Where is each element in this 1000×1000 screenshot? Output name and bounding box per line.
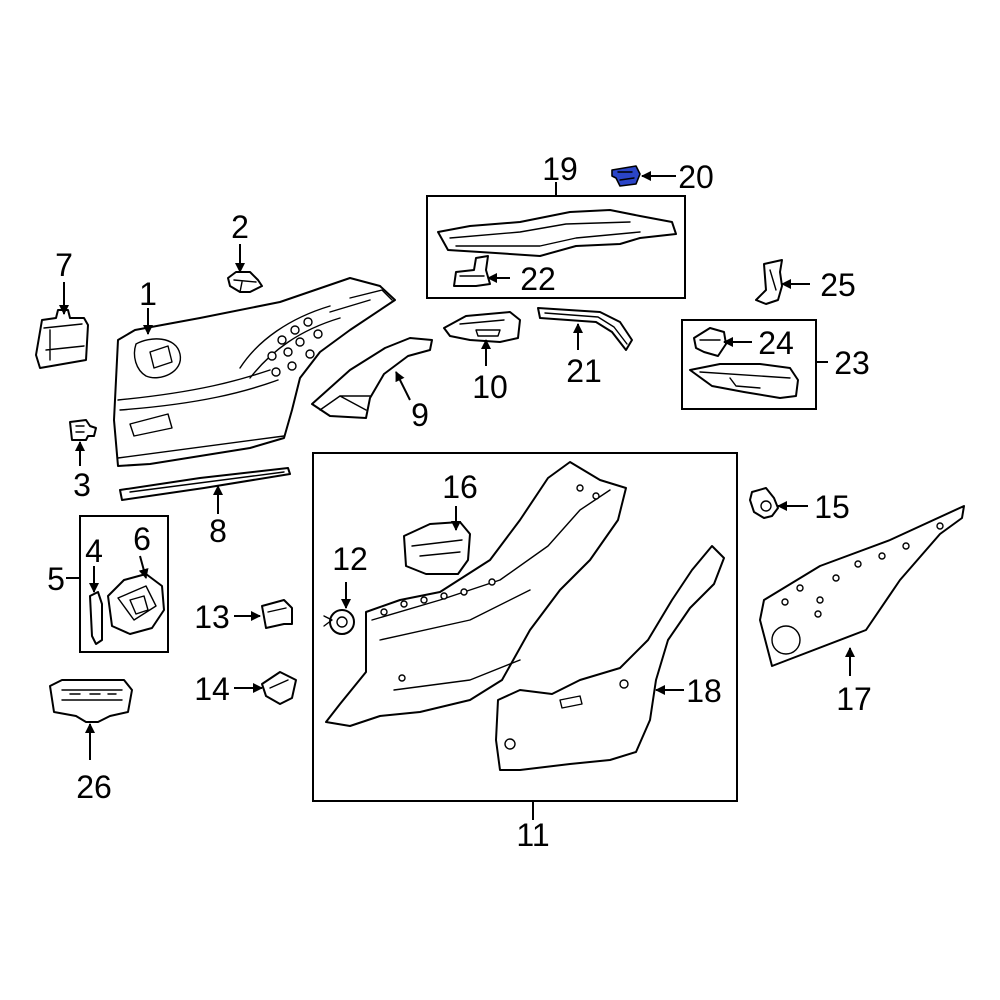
callout-5: 5: [47, 561, 65, 597]
part-8-molding[interactable]: [119, 467, 291, 501]
part-15-clip[interactable]: [749, 487, 779, 519]
callout-2: 2: [231, 209, 249, 245]
part-26-housing[interactable]: [49, 679, 133, 723]
callout-24: 24: [758, 325, 794, 361]
group-box-5: [79, 515, 169, 653]
part-16-bracket[interactable]: [403, 521, 471, 575]
callout-22: 22: [520, 261, 556, 297]
callout-7: 7: [55, 247, 73, 283]
callout-13: 13: [194, 599, 230, 635]
group-box-11: [312, 452, 738, 802]
part-2-clip[interactable]: [227, 271, 263, 293]
callout-6: 6: [133, 521, 151, 557]
part-18-liner[interactable]: [495, 545, 725, 771]
callout-15: 15: [814, 489, 850, 525]
part-20-clip-highlighted[interactable]: [611, 165, 641, 187]
part-25-bracket[interactable]: [755, 259, 783, 305]
callout-25: 25: [820, 267, 856, 303]
part-22-bracket[interactable]: [453, 255, 491, 287]
part-1-quarter-panel[interactable]: [113, 277, 396, 467]
group-box-23: [681, 319, 817, 410]
leader-lines: [59, 171, 855, 820]
part-21-rail[interactable]: [537, 307, 633, 351]
part-17-panel[interactable]: [759, 505, 965, 667]
callout-17: 17: [836, 681, 872, 717]
callout-23: 23: [834, 345, 870, 381]
part-11-inner-panel[interactable]: [325, 461, 627, 727]
part-24-bracket[interactable]: [693, 327, 727, 357]
part-14-bracket[interactable]: [261, 671, 297, 705]
part-12-grommet[interactable]: [323, 609, 355, 635]
part-23-panel[interactable]: [689, 363, 799, 399]
callout-12: 12: [332, 541, 368, 577]
callout-20: 20: [678, 159, 714, 195]
callout-14: 14: [194, 671, 230, 707]
callout-21: 21: [566, 353, 602, 389]
callout-18: 18: [686, 673, 722, 709]
callout-8: 8: [209, 513, 227, 549]
callout-16: 16: [442, 469, 478, 505]
part-7-bracket[interactable]: [35, 309, 89, 369]
callout-4: 4: [85, 533, 103, 569]
callout-3: 3: [73, 467, 91, 503]
part-4-strip[interactable]: [89, 591, 103, 645]
callout-1: 1: [139, 276, 157, 312]
callout-26: 26: [76, 769, 112, 805]
part-6-housing[interactable]: [107, 573, 165, 635]
callout-labels: 1 2 3 4 5 6 7 8 9 10 11 12 13 14 15 16 1…: [47, 151, 872, 853]
part-10-bracket[interactable]: [443, 311, 521, 343]
callout-11: 11: [516, 817, 549, 853]
callout-19: 19: [542, 151, 578, 187]
part-20-shape: [611, 165, 641, 187]
part-13-bracket[interactable]: [261, 599, 293, 629]
part-3-bracket[interactable]: [69, 419, 97, 441]
callout-9: 9: [411, 397, 429, 433]
part-19-panel[interactable]: [437, 209, 677, 257]
callout-10: 10: [472, 369, 508, 405]
part-9-extension[interactable]: [311, 337, 433, 419]
